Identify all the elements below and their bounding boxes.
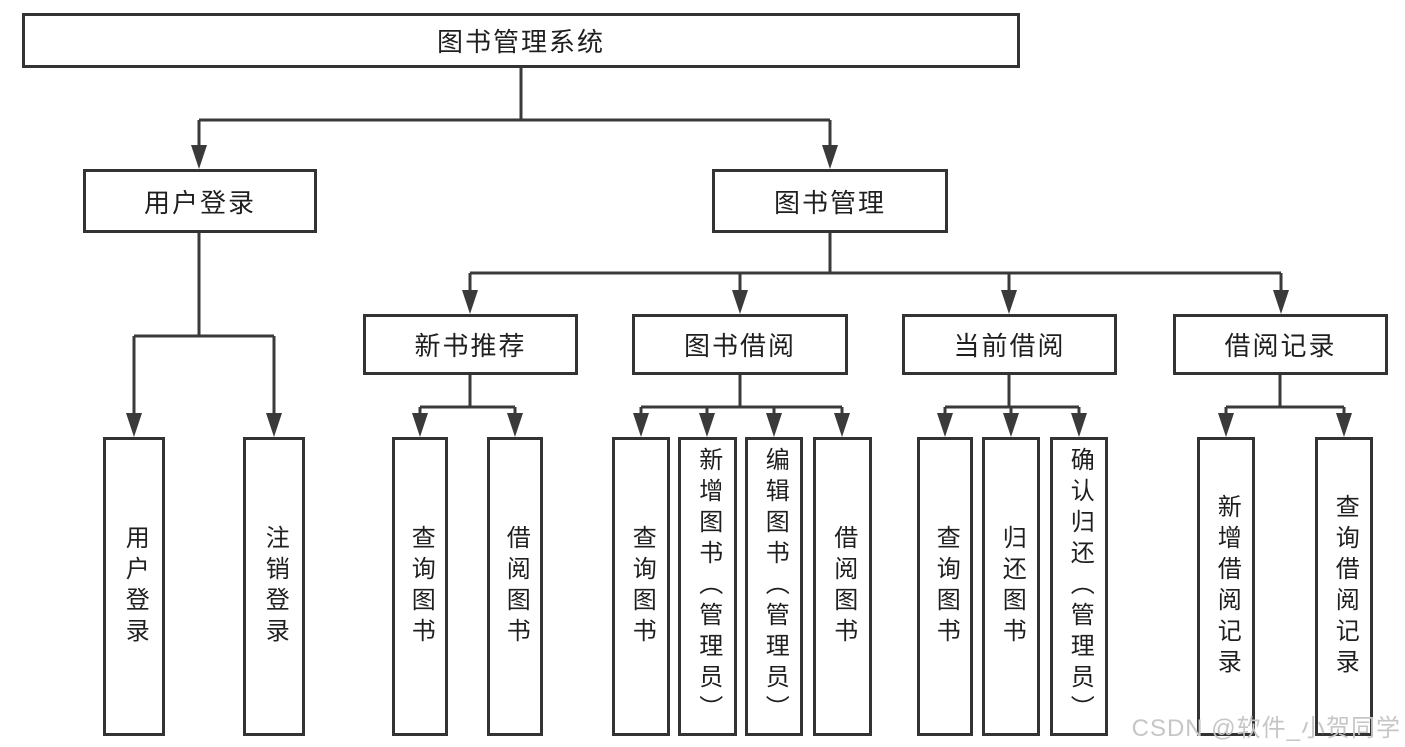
node-label: 图书管理系统 bbox=[436, 27, 605, 57]
leaf-query-books-borrowing: 查询图书 bbox=[612, 437, 670, 736]
node-label: 新增图书（管理员） bbox=[694, 447, 722, 726]
leaf-query-books-current: 查询图书 bbox=[917, 437, 973, 736]
node-user-login: 用户登录 bbox=[83, 169, 317, 233]
leaf-add-book-admin: 新增图书（管理员） bbox=[678, 437, 737, 736]
leaf-return-book: 归还图书 bbox=[982, 437, 1040, 736]
leaf-edit-book-admin: 编辑图书（管理员） bbox=[745, 437, 803, 736]
node-current-borrowing: 当前借阅 bbox=[902, 314, 1117, 375]
leaf-borrow-books-recommend: 借阅图书 bbox=[487, 437, 543, 736]
node-label: 图书管理 bbox=[773, 187, 886, 218]
leaf-add-borrow-record: 新增借阅记录 bbox=[1197, 437, 1255, 736]
edge-bookmgmt-to-level3 bbox=[468, 233, 1283, 292]
node-book-management: 图书管理 bbox=[712, 169, 948, 233]
leaf-user-login: 用户登录 bbox=[103, 437, 165, 736]
csdn-watermark: CSDN @软件_小贺同学 bbox=[1131, 715, 1401, 742]
edge-bookborrow-to-leaves bbox=[639, 375, 844, 416]
leaf-confirm-return-admin: 确认归还（管理员） bbox=[1050, 437, 1108, 736]
node-label: 图书借阅 bbox=[683, 331, 796, 361]
leaf-borrow-books-borrowing: 借阅图书 bbox=[813, 437, 872, 736]
node-label: 编辑图书（管理员） bbox=[761, 447, 789, 726]
node-label: 归还图书 bbox=[998, 524, 1026, 649]
node-book-borrowing: 图书借阅 bbox=[632, 314, 848, 375]
node-library-management-system: 图书管理系统 bbox=[22, 13, 1020, 68]
leaf-query-borrow-record: 查询借阅记录 bbox=[1315, 437, 1373, 736]
node-label: 用户登录 bbox=[121, 524, 149, 649]
node-label: 借阅图书 bbox=[829, 524, 857, 649]
node-label: 借阅记录 bbox=[1224, 331, 1337, 361]
leaf-logout: 注销登录 bbox=[243, 437, 305, 736]
node-label: 借阅图书 bbox=[502, 524, 530, 649]
node-label: 确认归还（管理员） bbox=[1066, 447, 1094, 726]
edge-borrowrecord-to-leaves bbox=[1224, 375, 1346, 416]
edge-newbook-to-leaves bbox=[418, 375, 517, 416]
node-label: 查询图书 bbox=[628, 524, 656, 649]
node-label: 当前借阅 bbox=[953, 331, 1066, 361]
node-label: 注销登录 bbox=[261, 524, 289, 649]
node-label: 新增借阅记录 bbox=[1213, 493, 1241, 680]
node-label: 用户登录 bbox=[143, 187, 256, 218]
node-label: 查询借阅记录 bbox=[1331, 493, 1359, 680]
edge-currentborrow-to-leaves bbox=[943, 375, 1081, 416]
edge-root-to-level2 bbox=[197, 68, 832, 148]
node-label: 查询图书 bbox=[932, 524, 960, 649]
node-borrowing-records: 借阅记录 bbox=[1173, 314, 1388, 375]
node-new-book-recommendation: 新书推荐 bbox=[363, 314, 578, 375]
node-label: 查询图书 bbox=[407, 524, 435, 649]
node-label: 新书推荐 bbox=[414, 331, 527, 361]
edge-userlogin-to-leaves bbox=[132, 233, 276, 416]
leaf-query-books-recommend: 查询图书 bbox=[392, 437, 448, 736]
